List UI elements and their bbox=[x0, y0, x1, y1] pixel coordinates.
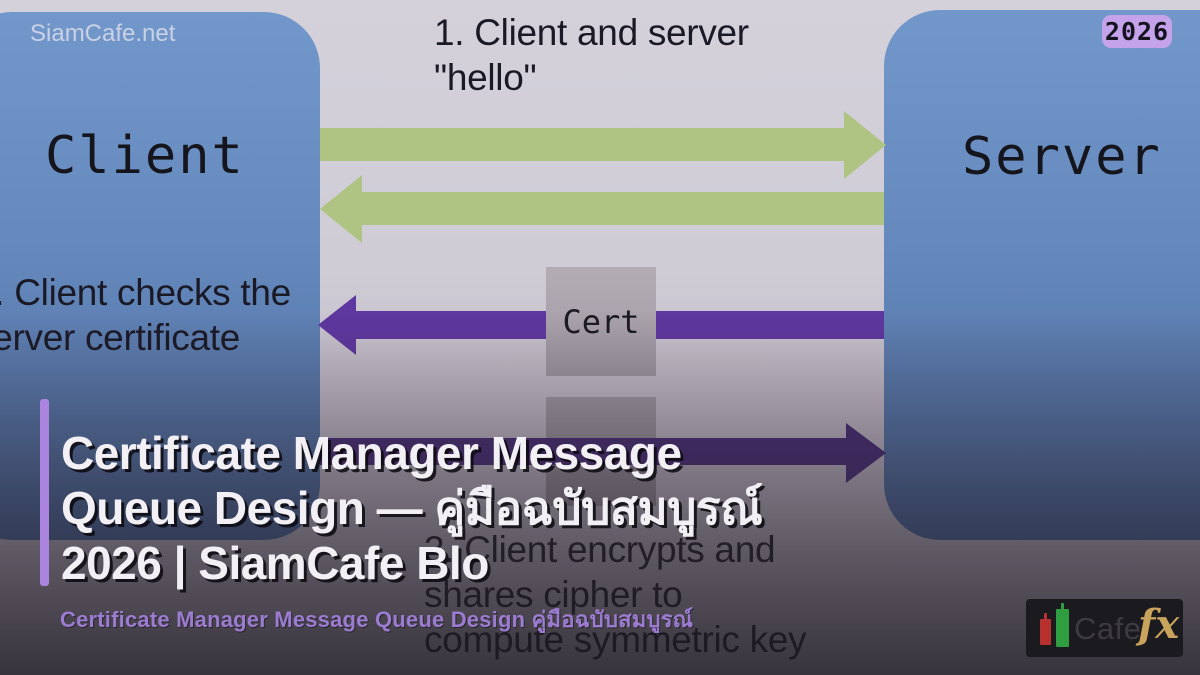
candlestick-icon bbox=[1044, 613, 1047, 621]
logo-text-cafe: Cafe bbox=[1074, 611, 1142, 646]
post-title: Certificate Manager Message Queue Design… bbox=[61, 426, 763, 591]
client-label: Client bbox=[45, 126, 245, 186]
cipher-arrow-head bbox=[846, 423, 886, 483]
post-title-line3: 2026 | SiamCafe Blo bbox=[61, 537, 489, 589]
cafefx-logo: Cafe fx bbox=[1026, 599, 1183, 657]
year-badge-text: 2026 bbox=[1104, 17, 1170, 46]
hello-arrow-right-head bbox=[844, 111, 886, 179]
server-box bbox=[884, 10, 1200, 540]
candlestick-green-wick bbox=[1061, 603, 1064, 611]
hello-arrow-left-shaft bbox=[360, 192, 884, 225]
logo-text-fx: fx bbox=[1138, 601, 1180, 648]
hello-arrow-left-head bbox=[320, 175, 362, 243]
candlestick-green-body bbox=[1056, 609, 1069, 647]
step1-text: 1. Client and server "hello" bbox=[434, 12, 749, 98]
cert-arrow-head bbox=[318, 295, 356, 355]
year-badge: 2026 bbox=[1102, 15, 1172, 48]
cert-box: Cert bbox=[546, 267, 656, 376]
site-watermark: SiamCafe.net bbox=[30, 20, 176, 47]
step2-text: 2. Client checks the server certificate bbox=[0, 272, 291, 358]
post-title-line1: Certificate Manager Message bbox=[61, 427, 682, 479]
hello-arrow-right-shaft bbox=[320, 128, 847, 161]
candlestick-red-body bbox=[1040, 619, 1051, 645]
cert-box-label: Cert bbox=[562, 302, 640, 341]
title-accent-bar bbox=[40, 399, 49, 586]
post-subtitle: Certificate Manager Message Queue Design… bbox=[60, 607, 694, 632]
post-title-line2: Queue Design — คู่มือฉบับสมบูรณ์ bbox=[61, 482, 763, 534]
server-label: Server bbox=[962, 127, 1162, 187]
